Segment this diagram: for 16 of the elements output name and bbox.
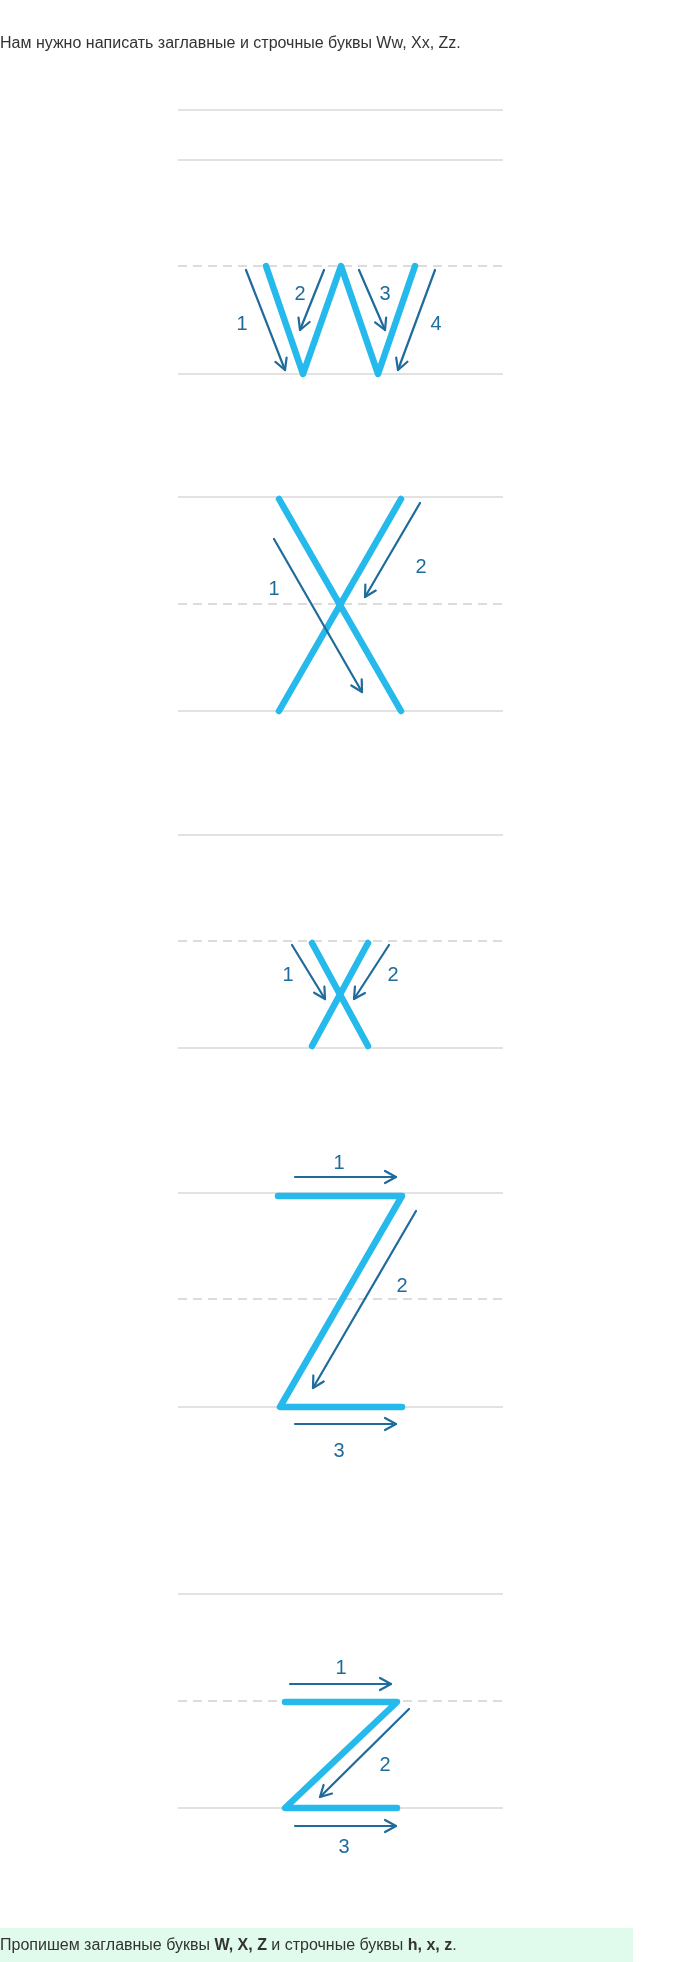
stroke-number: 1 [268, 578, 280, 598]
stroke-number: 1 [282, 964, 294, 984]
stroke-number: 3 [379, 283, 391, 303]
stroke-number: 1 [335, 1657, 347, 1677]
stroke-number: 1 [236, 313, 248, 333]
stroke-number: 2 [396, 1275, 408, 1295]
stroke-number: 2 [379, 1754, 391, 1774]
stroke-number: 2 [415, 556, 427, 576]
stroke-number: 3 [333, 1440, 345, 1460]
instruction-text: Нам нужно написать заглавные и строчные буквы Ww, Xx, Zz. [0, 33, 461, 52]
note-banner: Пропишем заглавные буквы W, X, Z и строчные буквы h, x, z. [0, 1928, 633, 1962]
stroke-number: 1 [333, 1152, 345, 1172]
stroke-number: 2 [387, 964, 399, 984]
stroke-number: 3 [338, 1836, 350, 1856]
stroke-number: 2 [294, 283, 306, 303]
stroke-number: 4 [430, 313, 442, 333]
